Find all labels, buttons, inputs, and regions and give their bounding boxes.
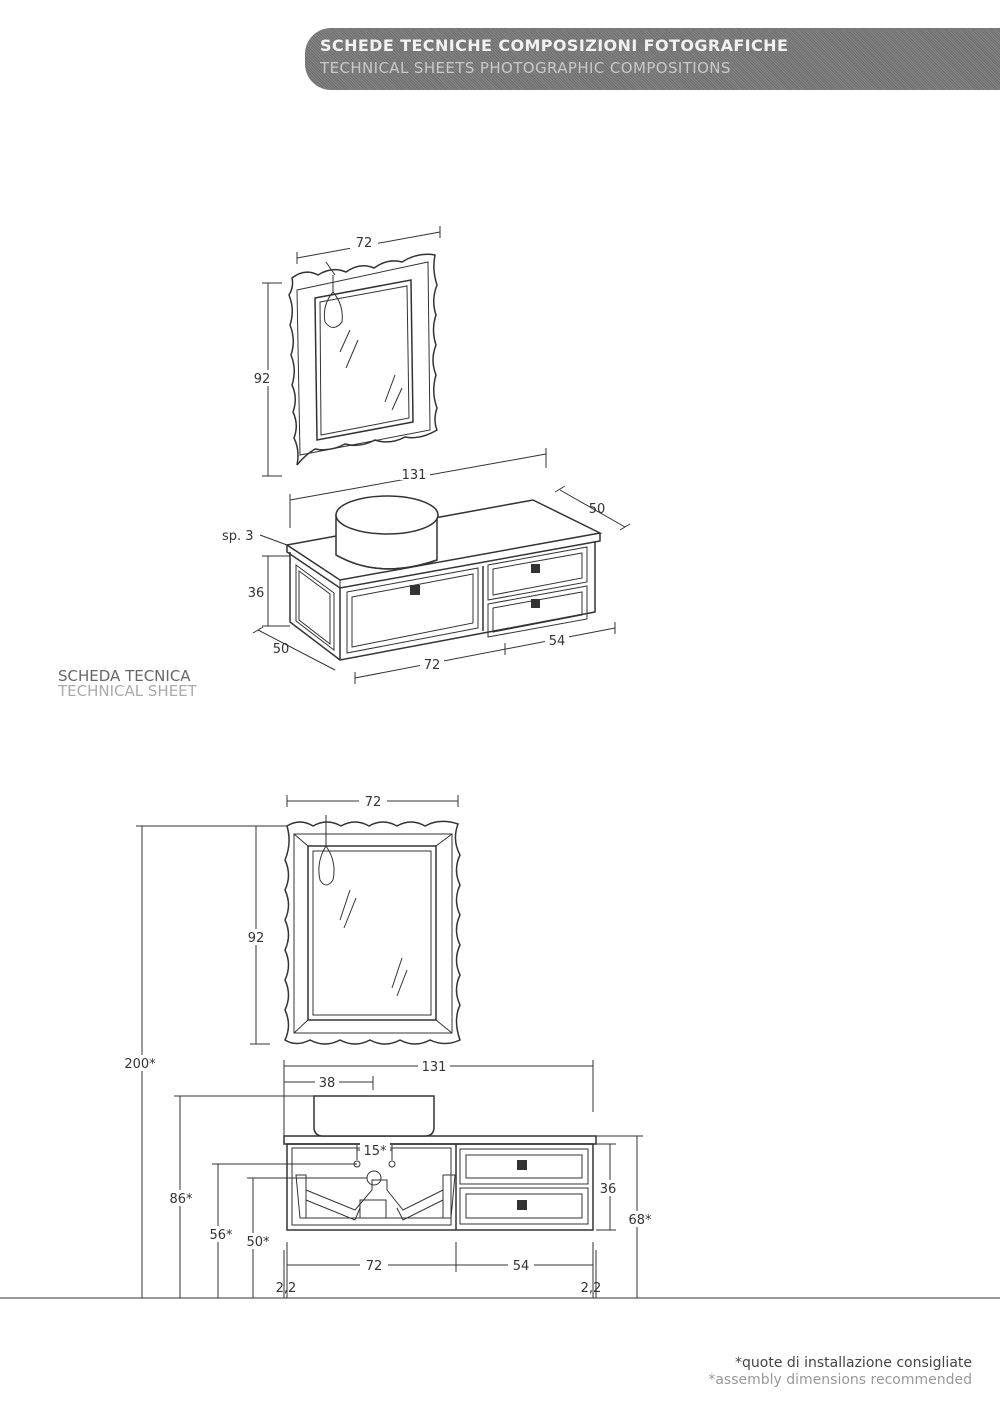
front-basin	[313, 1095, 435, 1137]
dim-front-total-height: 200*	[124, 1057, 156, 1072]
perspective-handle-large	[410, 585, 420, 595]
perspective-drawer-large	[346, 567, 479, 654]
perspective-basin	[335, 495, 439, 570]
sheet-label-en: TECHNICAL SHEET	[58, 682, 197, 700]
dim-front-drain-height-b: 50*	[246, 1235, 270, 1250]
dim-front-drain-spacing: 15*	[363, 1144, 387, 1159]
dim-front-gap-right: 2,2	[581, 1281, 602, 1296]
front-top	[283, 1135, 597, 1145]
drain-icon	[366, 1170, 382, 1186]
dim-front-total-width: 131	[422, 1060, 447, 1075]
technical-sheet-label: SCHEDA TECNICA TECHNICAL SHEET	[58, 669, 197, 699]
header-title: SCHEDE TECNICHE COMPOSIZIONI FOTOGRAFICH…	[320, 36, 789, 55]
dim-persp-mirror-height: 92	[254, 372, 271, 387]
footnote: *quote di installazione consigliate *ass…	[708, 1355, 972, 1389]
dim-persp-mirror-width: 72	[356, 236, 373, 251]
dim-front-right-module: 54	[513, 1259, 530, 1274]
dim-persp-right-module: 54	[549, 634, 566, 649]
front-mirror-glass	[307, 845, 437, 1021]
front-cabinet	[286, 1143, 594, 1231]
perspective-mirror-glass	[314, 279, 414, 441]
perspective-lamp-icon	[323, 261, 343, 328]
dim-persp-total-width: 131	[402, 468, 427, 483]
front-siphon	[295, 1174, 456, 1221]
dim-persp-depth-right: 50	[589, 502, 606, 517]
dim-persp-cabinet-height: 36	[248, 586, 265, 601]
dim-front-gap-left: 2,2	[276, 1281, 297, 1296]
dim-front-left-module: 72	[366, 1259, 383, 1274]
dim-front-bottom-height: 68*	[628, 1213, 652, 1228]
perspective-mirror-frame	[288, 253, 438, 466]
header-banner	[305, 28, 1000, 90]
dim-front-mirror-height: 92	[248, 931, 265, 946]
dim-front-mirror-width: 72	[365, 795, 382, 810]
dim-front-drain-height-a: 56*	[209, 1228, 233, 1243]
front-mirror-frame	[284, 820, 461, 1045]
dim-front-basin-height: 86*	[169, 1192, 193, 1207]
perspective-mirror-inner-frame	[296, 261, 431, 456]
dim-persp-left-module: 72	[424, 658, 441, 673]
perspective-view: 72 92	[222, 226, 631, 684]
front-lamp-icon	[318, 815, 335, 886]
perspective-drawer-top	[487, 546, 588, 601]
dim-front-cabinet-height: 36	[600, 1182, 617, 1197]
dim-front-basin-offset: 38	[319, 1076, 336, 1091]
perspective-drawer-bottom	[487, 585, 588, 638]
front-view: 72 92 200*	[0, 793, 1000, 1299]
header-subtitle: TECHNICAL SHEETS PHOTOGRAPHIC COMPOSITIO…	[320, 59, 731, 77]
dim-persp-top-thickness: sp. 3	[222, 529, 254, 544]
footnote-en: *assembly dimensions recommended	[708, 1372, 972, 1388]
footnote-it: *quote di installazione consigliate	[735, 1355, 972, 1371]
sheet-label-it: SCHEDA TECNICA	[58, 667, 191, 685]
front-drawer-top	[459, 1148, 589, 1185]
perspective-top	[285, 499, 603, 581]
front-drawer-bottom	[459, 1187, 589, 1225]
dim-persp-depth-left: 50	[273, 642, 290, 657]
front-handle-top	[517, 1160, 527, 1170]
front-handle-bottom	[517, 1200, 527, 1210]
